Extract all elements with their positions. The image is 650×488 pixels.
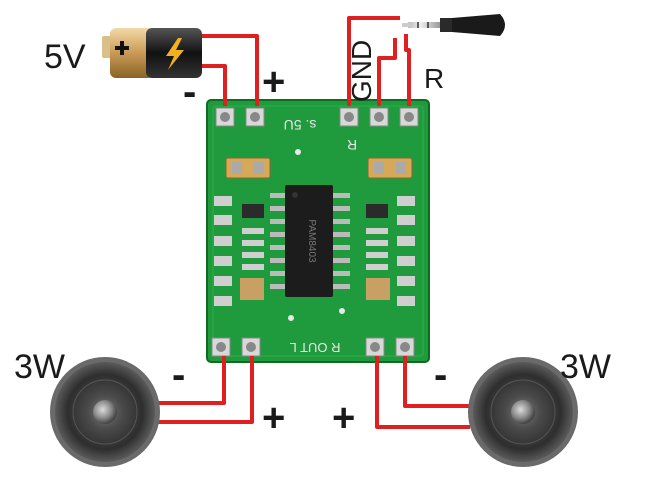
silkscreen-output-label: R OUT L <box>289 340 340 355</box>
battery-plus-wire <box>200 34 259 106</box>
audio-right-label: R <box>424 63 445 94</box>
left-speaker <box>50 357 160 467</box>
audio-jack <box>402 14 505 36</box>
lightning-icon <box>166 38 184 70</box>
battery-minus-wire <box>200 64 227 106</box>
top-pads <box>215 107 419 127</box>
right-speaker-plus-label: + <box>332 396 356 440</box>
chip-marking: PAM8403 <box>306 219 317 263</box>
battery-minus-label: - <box>183 70 197 114</box>
audio-gnd-wire <box>377 38 397 106</box>
right-speaker-minus-wire <box>403 356 470 408</box>
left-components <box>214 196 264 306</box>
left-speaker-power-label: 3W <box>14 348 65 386</box>
right-speaker-minus-label: - <box>434 353 448 397</box>
battery-voltage-label: 5V <box>44 38 86 76</box>
silkscreen-power-label: s. 5U <box>284 117 317 133</box>
battery-plus-label: + <box>262 60 286 104</box>
wires <box>155 16 470 429</box>
right-components <box>366 196 415 306</box>
left-speaker-plus-label: + <box>262 396 286 440</box>
left-speaker-minus-label: - <box>172 353 186 397</box>
right-speaker-plus-wire <box>375 356 470 429</box>
bottom-pads <box>211 337 415 357</box>
audio-right-wire <box>404 34 411 106</box>
audio-gnd-label: GND <box>346 39 377 102</box>
right-speaker <box>468 357 578 467</box>
left-speaker-minus-wire <box>155 356 226 405</box>
battery <box>102 28 202 78</box>
silkscreen-input-label: R <box>347 137 357 153</box>
amplifier-chip <box>270 185 350 297</box>
left-speaker-plus-wire <box>155 356 254 424</box>
amplifier-board: PAM8403 <box>206 99 430 363</box>
audio-left-wire <box>347 16 400 106</box>
right-speaker-power-label: 3W <box>560 348 611 386</box>
